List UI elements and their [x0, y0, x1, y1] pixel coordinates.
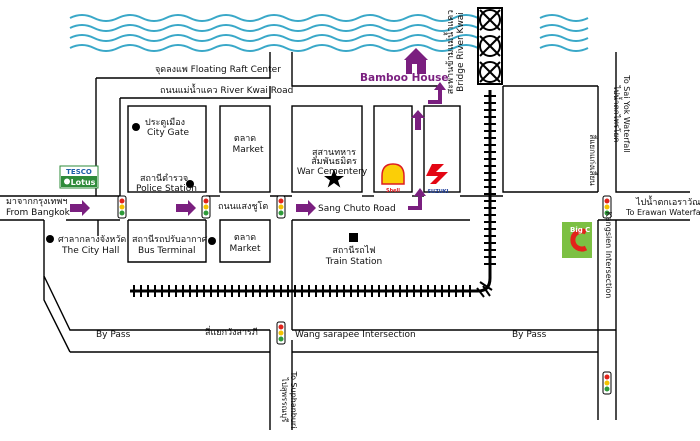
city-gate-label-en: City Gate — [147, 128, 190, 138]
svg-text:สะพานข้ามแม่น้ำแคว: สะพานข้ามแม่น้ำแคว — [443, 10, 456, 94]
market2-label-th: ตลาด — [234, 233, 256, 243]
svg-text:To Suphanburi: To Suphanburi — [289, 371, 298, 429]
svg-text:Shell: Shell — [386, 188, 400, 194]
city-hall-label-th: ศาลากลางจังหวัด — [58, 235, 126, 245]
bridge-structure — [477, 7, 503, 85]
arrow-up-icon — [411, 110, 425, 130]
city-gate-label-th: ประตูเมือง — [145, 117, 185, 128]
star-icon — [324, 169, 344, 188]
rail-tie — [479, 281, 493, 291]
city-gate-marker — [132, 123, 140, 131]
svg-text:Bridge River Kwai: Bridge River Kwai — [456, 12, 466, 92]
svg-text:ไปสุพรรณบุรี: ไปสุพรรณบุรี — [280, 377, 289, 423]
market-label-en: Market — [233, 145, 264, 155]
arrow-right-icon — [296, 200, 316, 216]
bamboo-house-label: Bamboo House — [360, 72, 448, 84]
traffic-light-icon — [201, 195, 211, 219]
river-kwai — [69, 14, 589, 52]
war-cemetery-label-th2: สัมพันธมิตร — [311, 156, 357, 167]
sang-chuto-label-en: Sang Chuto Road — [318, 204, 396, 214]
shell-logo: Shell — [381, 163, 405, 194]
suphanburi-label: ไปสุพรรณบุรี To Suphanburi — [280, 371, 298, 429]
wangsarapee-label-en: Wang sarapee Intersection — [295, 330, 416, 340]
from-bangkok-label-en: From Bangkok — [6, 208, 71, 218]
train-station-label-en: Train Station — [325, 257, 382, 267]
arrow-right-icon — [176, 200, 196, 216]
svg-text:TESCO: TESCO — [66, 168, 92, 176]
traffic-light-icon — [276, 321, 286, 345]
train-station-marker — [349, 233, 358, 242]
sai-yok-label: ไปน้ำตกไทรโยค To Sai Yok Waterfall — [612, 74, 631, 152]
svg-text:To Sai Yok Waterfall: To Sai Yok Waterfall — [622, 74, 631, 152]
traffic-light-icon — [117, 195, 127, 219]
market2-label-en: Market — [230, 244, 261, 254]
river-kwai-road-label: ถนนแม่น้ำแคว River Kwai Road — [160, 83, 293, 96]
bypass-label-right: By Pass — [512, 330, 547, 340]
floating-raft-label: จุดลงแพ Floating Raft Center — [155, 65, 281, 75]
train-station-label-th: สถานีรถไฟ — [332, 245, 375, 256]
rail-tie — [482, 285, 491, 297]
svg-text:ไปน้ำตกไทรโยค: ไปน้ำตกไทรโยค — [612, 84, 623, 142]
bypass-label-left: By Pass — [96, 330, 131, 340]
bigc-logo: Big C — [562, 222, 592, 258]
erawan-label-th: ไปน้ำตกเอราวัณ — [635, 195, 700, 208]
svg-text:Kangsien Intersection: Kangsien Intersection — [604, 212, 613, 299]
kangsien-label-th: สี่แยกแก่งเสี้ยน — [588, 134, 599, 186]
svg-text:SUZUKI: SUZUKI — [427, 189, 448, 195]
police-station-marker — [186, 180, 194, 188]
police-label-en: Police Station — [136, 184, 197, 194]
bus-terminal-label-en: Bus Terminal — [138, 246, 195, 256]
svg-text:สี่แยกแก่งเสี้ยน: สี่แยกแก่งเสี้ยน — [588, 134, 599, 186]
bus-terminal-marker — [208, 237, 216, 245]
sang-chuto-label-th: ถนนแสงชูโต — [218, 201, 268, 212]
city-hall-label-en: The City Hall — [61, 246, 119, 256]
svg-text:Big C: Big C — [570, 226, 590, 234]
traffic-light-icon — [602, 195, 612, 219]
police-label-th: สถานีตำรวจ — [140, 173, 188, 184]
arrow-corner-icon — [428, 82, 446, 104]
arrow-right-icon — [70, 200, 90, 216]
bridge-label: สะพานข้ามแม่น้ำแคว Bridge River Kwai — [443, 10, 466, 94]
war-cemetery-label-th1: สุสานทหาร — [312, 148, 356, 158]
kangsien-label-en: Kangsien Intersection — [604, 212, 613, 299]
traffic-light-icon — [276, 195, 286, 219]
svg-text:Lotus: Lotus — [71, 178, 96, 187]
wangsarapee-label-th: สี่แยกวังสารภี — [205, 325, 258, 338]
railway — [130, 90, 496, 298]
erawan-label-en: To Erawan Waterfall — [625, 208, 700, 217]
road-network — [0, 52, 690, 430]
traffic-lights — [117, 195, 612, 395]
bus-terminal-label-th: สถานีรถปรับอากาศ — [132, 234, 208, 245]
suzuki-logo: SUZUKI — [426, 164, 449, 195]
market-label-th: ตลาด — [234, 134, 256, 144]
arrow-corner-icon — [408, 188, 426, 210]
route-arrows — [70, 82, 446, 216]
traffic-light-icon — [602, 371, 612, 395]
rail-tie — [476, 287, 485, 298]
war-cemetery-label-en: War Cementery — [297, 167, 368, 177]
house-icon — [404, 48, 428, 74]
from-bangkok-label-th: มาจากกรุงเทพฯ — [6, 197, 67, 207]
city-hall-marker — [46, 235, 54, 243]
tesco-lotus-logo: TESCO Lotus — [59, 165, 99, 189]
